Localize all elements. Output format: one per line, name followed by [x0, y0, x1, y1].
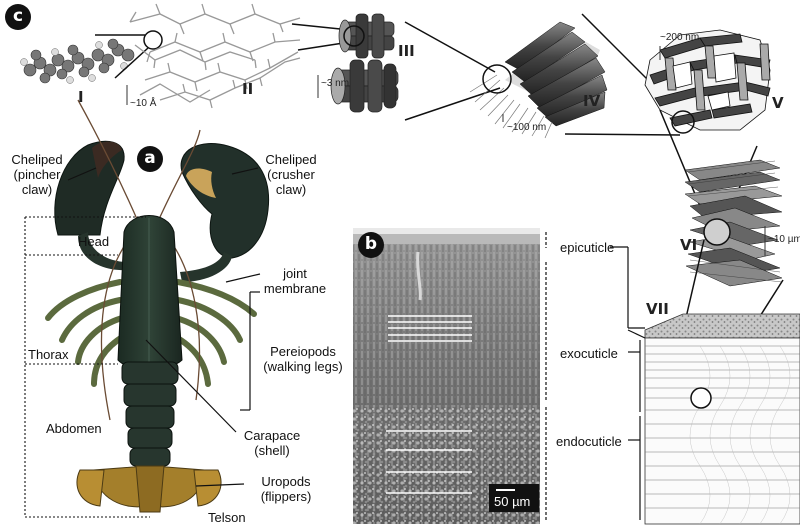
- scale-200nm: ~200 nm: [660, 32, 700, 43]
- twisted-plywood-stack: [684, 159, 783, 287]
- scale-10-angstrom: ~10 Å: [130, 98, 157, 109]
- level-III: III: [398, 42, 415, 60]
- body-region-bracket: [24, 216, 150, 518]
- panel-label-c: c: [5, 4, 31, 30]
- scale-10um: ~10 µm: [768, 234, 800, 245]
- label-cheliped-crusher: Cheliped (crusher claw): [265, 152, 317, 197]
- label-thorax: Thorax: [28, 347, 69, 362]
- label-pereiopods: Pereiopods (walking legs): [263, 344, 343, 374]
- level-IV: IV: [583, 92, 601, 110]
- lobster-photo: [45, 99, 270, 513]
- cuticle-block: [644, 313, 800, 525]
- chitin-molecule-model: [20, 38, 135, 84]
- scale-3nm: ~3 nm: [321, 78, 350, 89]
- level-V: V: [772, 94, 784, 112]
- level-VII: VII: [646, 300, 669, 318]
- level-II: II: [242, 80, 254, 98]
- label-joint-membrane: joint membrane: [263, 266, 327, 296]
- panel-label-b: b: [358, 232, 384, 258]
- label-cheliped-pincher: Cheliped (pincher claw): [11, 152, 63, 197]
- label-carapace: Carapace (shell): [243, 428, 301, 458]
- chitin-protein-fiber-bundle: [469, 21, 608, 139]
- label-exocuticle: exocuticle: [560, 346, 618, 361]
- label-uropods: Uropods (flippers): [260, 474, 312, 504]
- cuticle-brackets: [545, 232, 646, 520]
- panel-label-a: a: [137, 146, 163, 172]
- label-head: Head: [78, 234, 110, 249]
- chitin-protein-fibril: [330, 13, 399, 113]
- sem-scale-bar: 50 µm: [494, 494, 531, 509]
- chitin-chains-sketch: [129, 3, 301, 109]
- level-I: I: [78, 88, 84, 106]
- twisted-plywood-honeycomb: [644, 29, 771, 131]
- label-abdomen: Abdomen: [46, 421, 102, 436]
- label-telson: Telson: [208, 510, 246, 525]
- scale-100nm: ~100 nm: [507, 122, 547, 133]
- label-epicuticle: epicuticle: [560, 240, 615, 255]
- label-endocuticle: endocuticle: [556, 434, 622, 449]
- sem-micrograph: [353, 228, 540, 524]
- level-VI: VI: [680, 236, 698, 254]
- lobster-leaders: [67, 167, 261, 487]
